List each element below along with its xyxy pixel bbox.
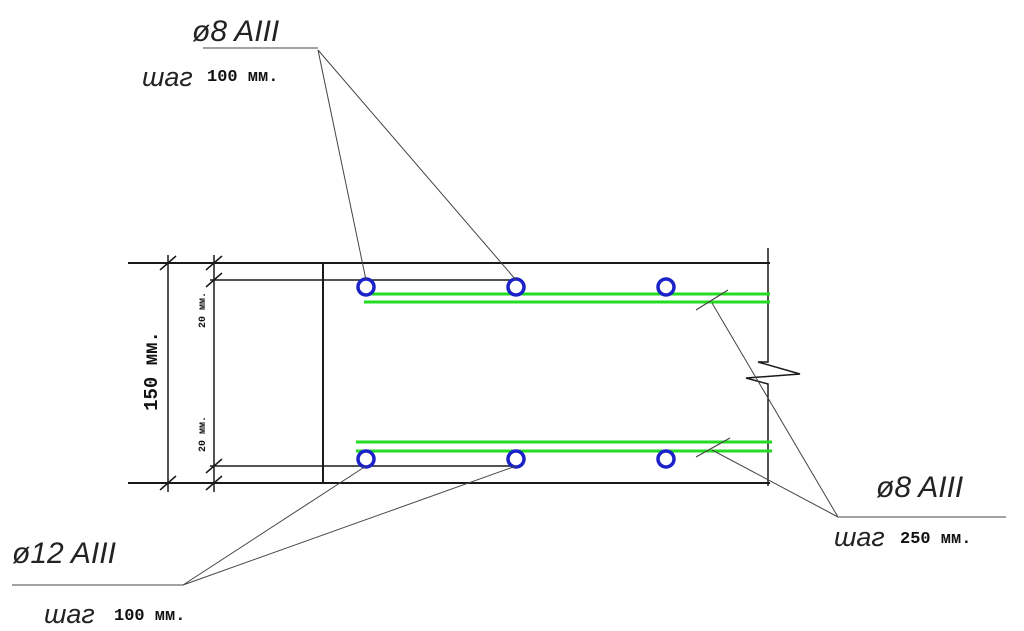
leader-lines	[12, 47, 1006, 586]
rebar-circles	[356, 277, 676, 469]
cover-tick-1	[205, 255, 223, 271]
top-rebar-1	[356, 277, 376, 297]
bottom-rebar-2	[506, 449, 526, 469]
top-leader-2	[317, 49, 517, 281]
cover-bottom-dimension-text: 20 мм.	[198, 416, 209, 452]
cover-tick-3	[205, 458, 223, 474]
right-leader-1	[711, 302, 839, 518]
right-marker-bottom	[695, 437, 731, 458]
distribution-bars	[356, 292, 772, 453]
right-step-word: шаг	[834, 522, 885, 552]
height-tick-top	[159, 255, 177, 271]
bottom-step-value: 100 мм.	[114, 607, 185, 626]
break-line	[745, 248, 801, 486]
bottom-rebar-3	[656, 449, 676, 469]
cover-tick-2	[205, 272, 223, 288]
bottom-step-word: шаг	[44, 599, 95, 629]
top-step-word: шаг	[142, 62, 193, 92]
top-leader-1	[317, 49, 367, 281]
bottom-leader-1	[182, 465, 367, 586]
right-leader-2	[711, 449, 839, 518]
top-rebar-2	[506, 277, 526, 297]
bottom-leader-2	[182, 465, 517, 586]
bottom-bar-label: ø12 AIII	[12, 537, 116, 570]
bottom-rebar-1	[356, 449, 376, 469]
height-dimension-text: 150 мм.	[141, 331, 163, 411]
right-marker-top	[695, 289, 729, 311]
cover-tick-4	[205, 475, 223, 491]
top-step-value: 100 мм.	[207, 68, 278, 87]
top-bar-label: ø8 AIII	[192, 15, 279, 48]
height-tick-bottom	[159, 475, 177, 491]
top-rebar-3	[656, 277, 676, 297]
cover-top-dimension-text: 20 мм.	[198, 292, 209, 328]
dimension-lines	[159, 255, 223, 492]
right-step-value: 250 мм.	[900, 530, 971, 549]
right-bar-label: ø8 AIII	[876, 471, 963, 504]
